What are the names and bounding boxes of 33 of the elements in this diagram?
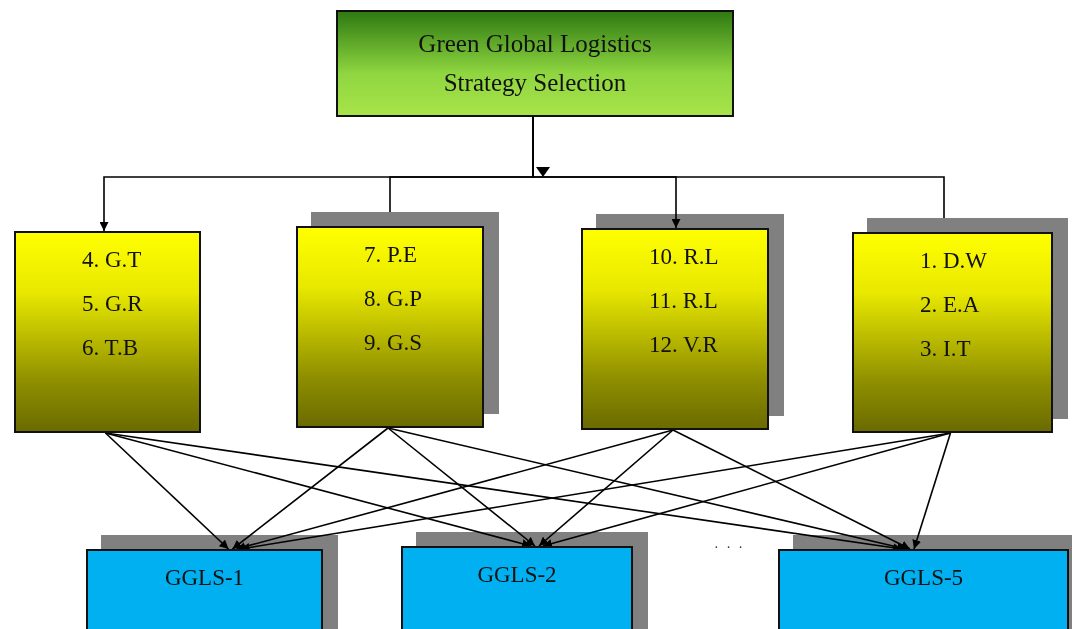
arrow bbox=[235, 429, 674, 551]
criterion-label: 7. P.E bbox=[364, 242, 419, 268]
criterion-label: 2. E.A bbox=[920, 292, 981, 318]
criterion-label: 3. I.T bbox=[920, 336, 972, 362]
criterion-label: 10. R.L bbox=[649, 244, 720, 270]
arrow bbox=[538, 429, 674, 547]
criterion-label: 12. V.R bbox=[649, 332, 719, 358]
criterion-label: 11. R.L bbox=[649, 288, 719, 314]
criterion-label: 9. G.S bbox=[364, 330, 424, 356]
arrow bbox=[231, 427, 389, 550]
criterion-label: 5. G.R bbox=[82, 291, 144, 317]
criteria-box bbox=[581, 228, 769, 430]
node-label: GGLS-2 bbox=[477, 562, 557, 589]
criterion-label: 6. T.B bbox=[82, 335, 140, 361]
criteria-box bbox=[14, 231, 201, 433]
criteria-box bbox=[296, 226, 484, 428]
strategy-box bbox=[401, 546, 633, 629]
arrow bbox=[387, 427, 536, 547]
strategy-box bbox=[778, 549, 1069, 629]
title-box bbox=[336, 10, 734, 117]
arrow bbox=[912, 432, 952, 550]
arrow bbox=[542, 432, 952, 548]
strategy-box bbox=[86, 549, 323, 629]
criteria-box bbox=[852, 232, 1053, 433]
ellipsis-label: · · · bbox=[714, 540, 745, 556]
arrow bbox=[104, 432, 230, 550]
criterion-label: 1. D.W bbox=[920, 248, 989, 274]
criterion-label: 4. G.T bbox=[82, 247, 143, 273]
node-label: GGLS-1 bbox=[164, 565, 245, 592]
node-label: Green Global Logistics Strategy Selection bbox=[417, 28, 653, 98]
node-label: GGLS-5 bbox=[883, 565, 964, 592]
criterion-label: 8. G.P bbox=[364, 286, 424, 312]
arrow bbox=[672, 429, 911, 550]
